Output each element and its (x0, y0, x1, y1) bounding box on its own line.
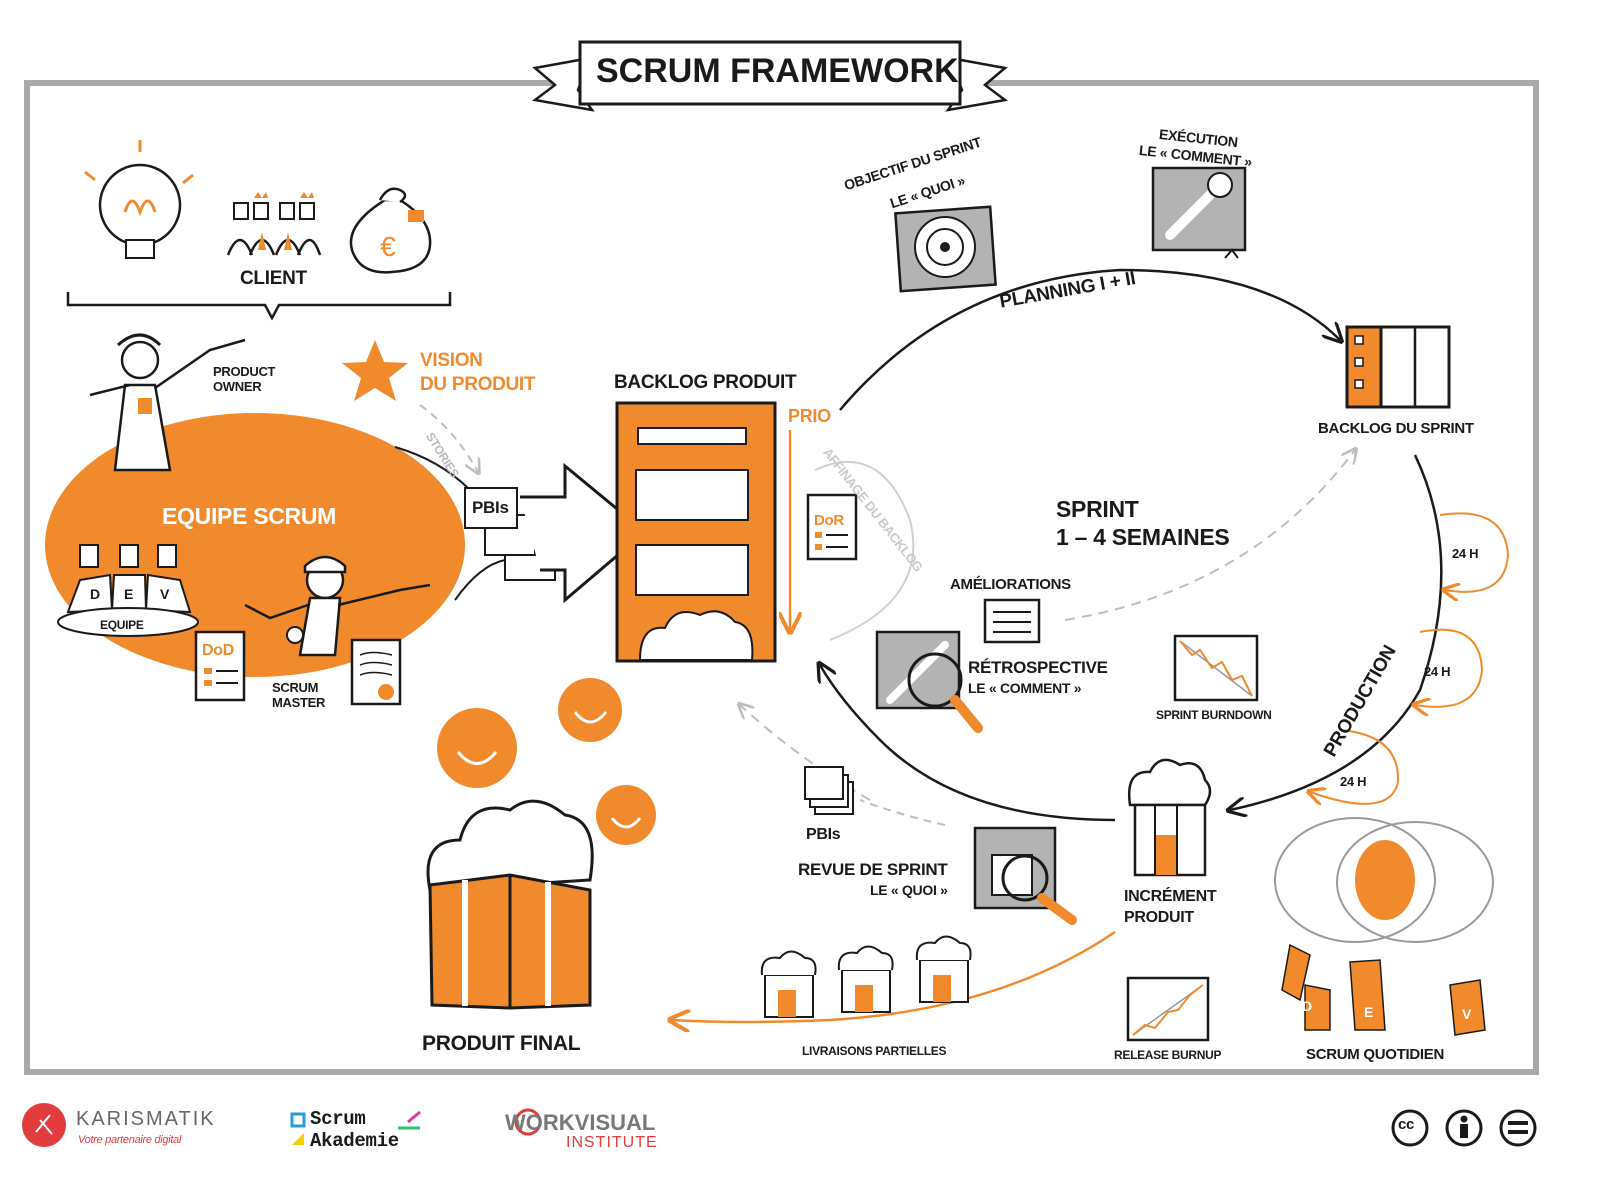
wrench-icon (1151, 166, 1247, 259)
pbis-output-label: PBIs (806, 826, 841, 843)
karismatik-text: KARISMATIK (76, 1108, 216, 1130)
vision-label-1: VISION (420, 350, 483, 371)
improvements-document-icon (983, 598, 1041, 644)
sprint-burndown-label: SPRINT BURNDOWN (1156, 708, 1272, 722)
product-backlog-board (615, 401, 777, 663)
karismatik-tagline: Votre partenaire digital (78, 1134, 182, 1146)
product-owner-label-1: PRODUCT (213, 364, 276, 379)
workvisual-logo (514, 1108, 542, 1136)
backlog-produit-label: BACKLOG PRODUIT (614, 372, 797, 393)
scrum-master-label-1: SCRUM (272, 680, 319, 695)
smiley-icons (437, 678, 656, 845)
dor-document-icon (806, 493, 858, 561)
sprint-label-1: SPRINT (1056, 496, 1139, 522)
product-owner-label-2: OWNER (213, 379, 262, 394)
equipe-scrum-label: EQUIPE SCRUM (162, 503, 337, 529)
scrum-quotidien-label: SCRUM QUOTIDIEN (1306, 1046, 1445, 1063)
cc-text: cc (1398, 1116, 1415, 1133)
final-product-gift-icon (426, 799, 594, 1010)
scrum-akademie-logo (290, 1110, 421, 1145)
dev-d-label: D (90, 586, 100, 602)
retrospective-icon (875, 630, 983, 733)
partial-deliveries-icons (760, 935, 972, 1018)
release-burnup-label: RELEASE BURNUP (1114, 1048, 1222, 1062)
equipe-label: EQUIPE (100, 618, 144, 632)
karismatik-logo (22, 1103, 66, 1147)
pbis-output-stack (804, 766, 854, 815)
workvisual-text-2: INSTITUTE (566, 1134, 658, 1151)
improvement-arrow (1064, 450, 1355, 621)
revue-label-2: LE « QUOI » (870, 882, 948, 898)
scrum-master-figure (244, 555, 431, 657)
increment-gift-icon (1127, 758, 1212, 877)
dev-e-label: E (124, 586, 134, 602)
sprint-goal-target-icon (894, 205, 997, 293)
dev-v-label: V (160, 586, 170, 602)
release-burnup-chart (1126, 976, 1210, 1042)
daily-24h-label-b: 24 H (1424, 664, 1451, 679)
pbis-input-label: PBIs (472, 498, 509, 517)
product-owner-figure (89, 333, 246, 472)
dor-label: DoR (814, 512, 844, 529)
vision-label-2: DU PRODUIT (420, 374, 536, 395)
increment-label-1: INCRÉMENT (1124, 888, 1217, 905)
retro-label-1: RÉTROSPECTIVE (968, 658, 1108, 677)
money-bag-icon: € (349, 187, 432, 274)
increment-label-2: PRODUIT (1124, 909, 1194, 926)
client-people-icon (226, 192, 322, 256)
backlog-sprint-label: BACKLOG DU SPRINT (1318, 420, 1474, 437)
client-bracket (66, 292, 452, 321)
livraisons-label: LIVRAISONS PARTIELLES (802, 1044, 947, 1058)
sprint-label-2: 1 – 4 SEMAINES (1056, 524, 1230, 550)
ameliorations-label: AMÉLIORATIONS (950, 576, 1071, 593)
daily-24h-label-c: 24 H (1340, 774, 1367, 789)
stories-arrow (419, 404, 478, 472)
production-arc (1230, 454, 1443, 810)
cc-license-icons (1391, 1109, 1537, 1147)
dod-label: DoD (202, 642, 234, 659)
scrum-akademie-text-2: Akademie (310, 1130, 399, 1152)
sprint-backlog-board (1345, 325, 1451, 409)
dev-team-icon (57, 544, 199, 637)
sprint-review-icon (973, 826, 1077, 925)
dod-document-icon (194, 630, 246, 702)
page-title: SCRUM FRAMEWORK (596, 52, 959, 90)
sprint-burndown-chart (1173, 634, 1259, 702)
quotidien-d-label: D (1302, 998, 1312, 1014)
prio-label: PRIO (788, 406, 831, 426)
sprint-return-arc (820, 665, 1116, 822)
revue-label-1: REVUE DE SPRINT (798, 860, 948, 879)
scrum-akademie-text-1: Scrum (310, 1108, 366, 1130)
workvisual-text-1: WORKVISUAL (505, 1110, 656, 1135)
quotidien-e-label: E (1364, 1004, 1374, 1020)
daily-loops (1310, 512, 1510, 804)
bulb-icon (84, 140, 194, 259)
equipe-scrum-blob (45, 413, 465, 677)
pbis-stack (464, 487, 556, 581)
certificate-icon (350, 638, 402, 706)
scrum-master-label-2: MASTER (272, 695, 326, 710)
vision-star-icon (342, 340, 408, 401)
client-label: CLIENT (240, 268, 307, 289)
planning-arc (839, 268, 1340, 411)
team-to-pbis-curve (394, 446, 471, 491)
title-banner (531, 40, 1009, 112)
release-arc (672, 930, 1116, 1022)
daily-24h-label-a: 24 H (1452, 546, 1479, 561)
quotidien-v-label: V (1462, 1006, 1472, 1022)
euro-icon: € (380, 231, 396, 262)
daily-scrum-icon (1274, 817, 1494, 1036)
produit-final-label: PRODUIT FINAL (422, 1032, 581, 1055)
retro-label-2: LE « COMMENT » (968, 680, 1082, 696)
affinage-arc (814, 460, 915, 641)
